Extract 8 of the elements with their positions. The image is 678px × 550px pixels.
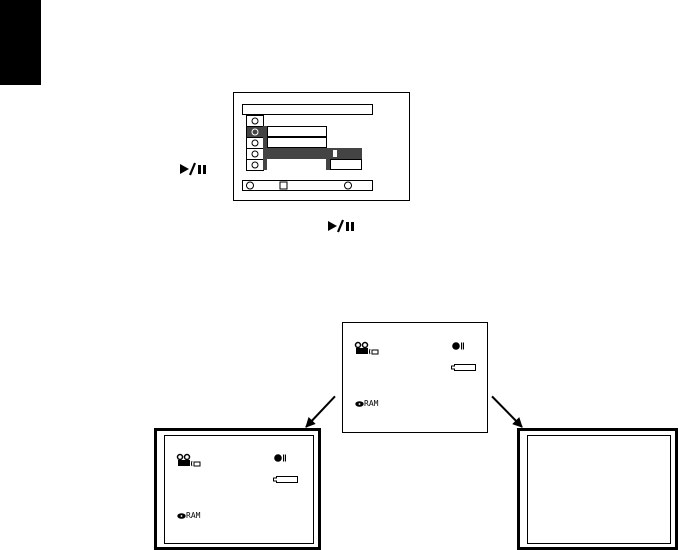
media-label: RAM xyxy=(364,399,378,408)
screen-display xyxy=(154,428,321,550)
arrow xyxy=(491,396,523,428)
arrow xyxy=(305,396,336,428)
screen-display xyxy=(342,322,488,433)
media-label: RAM xyxy=(186,511,200,520)
section-tab xyxy=(0,0,41,85)
blank-screen xyxy=(517,428,678,550)
